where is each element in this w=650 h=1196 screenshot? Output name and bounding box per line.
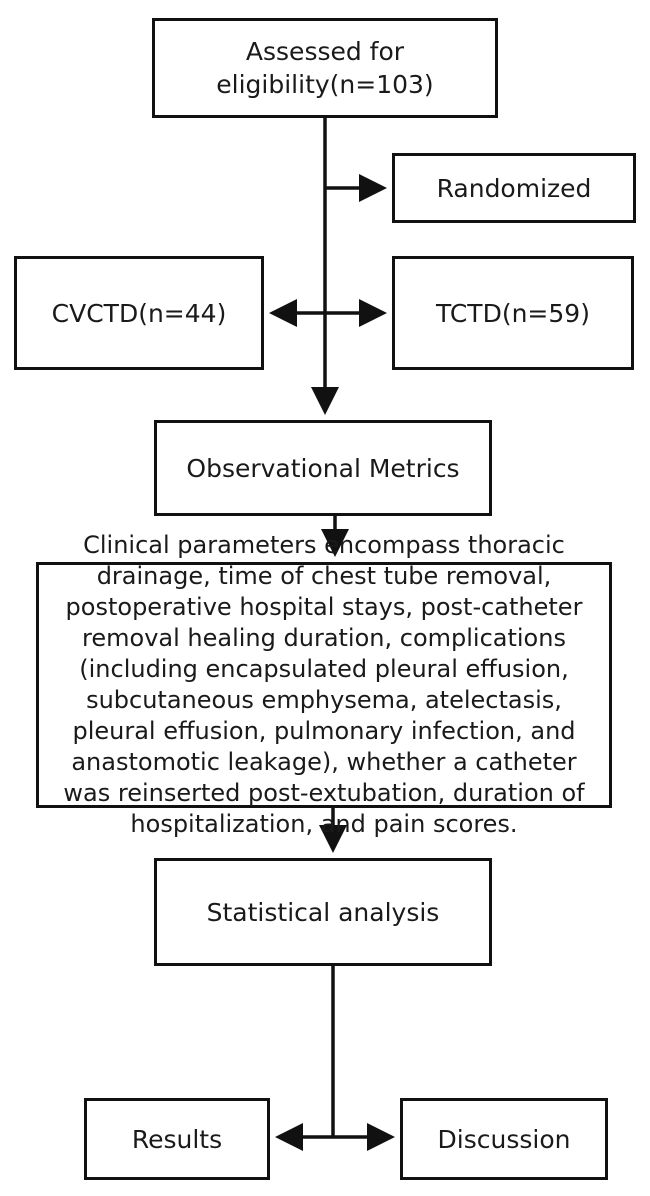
clinical-line: was reinserted post-extubation, duration…: [63, 779, 585, 807]
tctd-label: TCTD(n=59): [436, 298, 590, 328]
clinical-line: drainage, time of chest tube removal,: [96, 562, 552, 590]
clinical-line: hospitalization, and pain scores.: [130, 810, 518, 838]
clinical-line: postoperative hospital stays, post-cathe…: [65, 593, 583, 621]
clinical-line: Clinical parameters encompass thoracic: [83, 531, 565, 559]
clinical-line: subcutaneous emphysema, atelectasis,: [86, 686, 562, 714]
clinical-line: pleural effusion, pulmonary infection, a…: [72, 717, 576, 745]
statistical-analysis-node: Statistical analysis: [154, 858, 492, 966]
observational-label: Observational Metrics: [186, 453, 460, 483]
cvctd-label: CVCTD(n=44): [51, 298, 227, 328]
assessed-line1: Assessed for: [245, 37, 405, 66]
discussion-label: Discussion: [437, 1124, 571, 1154]
cvctd-node: CVCTD(n=44): [14, 256, 264, 370]
clinical-parameters-node: Clinical parameters encompass thoracic d…: [36, 531, 612, 838]
results-label: Results: [131, 1124, 223, 1154]
assessed-node: Assessed for eligibility(n=103): [152, 18, 498, 118]
randomized-node: Randomized: [392, 153, 636, 223]
clinical-line: (including encapsulated pleural effusion…: [79, 655, 569, 683]
results-node: Results: [84, 1098, 270, 1180]
tctd-node: TCTD(n=59): [392, 256, 634, 370]
clinical-line: anastomotic leakage), whether a catheter: [71, 748, 577, 776]
statistical-label: Statistical analysis: [206, 897, 440, 927]
observational-metrics-node: Observational Metrics: [154, 420, 492, 516]
randomized-label: Randomized: [436, 173, 592, 203]
assessed-line2: eligibility(n=103): [216, 70, 434, 99]
clinical-line: removal healing duration, complications: [82, 624, 566, 652]
discussion-node: Discussion: [400, 1098, 608, 1180]
